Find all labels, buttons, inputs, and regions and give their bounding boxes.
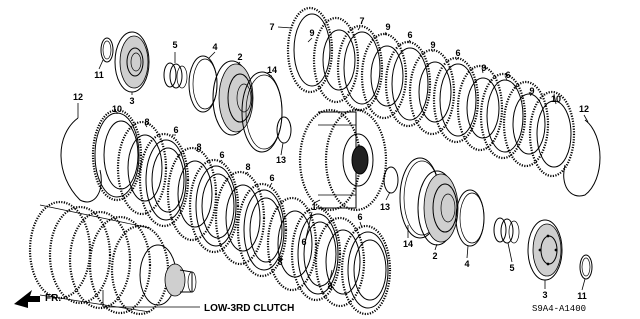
steel-disc-part <box>286 6 334 94</box>
callout-13: 13 <box>380 202 390 212</box>
seal-spring-part <box>493 217 520 244</box>
steel-disc-part <box>188 158 240 254</box>
callout-7: 7 <box>269 22 274 32</box>
o-ring-small-part <box>383 166 399 194</box>
callout-4: 4 <box>212 42 217 52</box>
piston-part <box>417 170 459 246</box>
callout-5: 5 <box>172 40 177 50</box>
steel-disc-part <box>336 24 384 112</box>
friction-disc-part <box>314 216 366 308</box>
steel-disc-part <box>432 56 480 144</box>
callout-8: 8 <box>327 281 332 291</box>
friction-disc-part <box>166 146 218 242</box>
end-plate-part <box>91 108 143 202</box>
callout-1: 1 <box>311 202 316 212</box>
snap-ring-part <box>579 254 593 280</box>
end-plate-part <box>528 90 576 178</box>
steel-disc-part <box>340 224 392 316</box>
callout-2: 2 <box>237 52 242 62</box>
callout-6: 6 <box>455 48 460 58</box>
friction-disc-part <box>214 170 266 266</box>
snap-ring-large-part <box>60 117 102 203</box>
end-cover-part <box>527 219 563 281</box>
low-3rd-clutch-assembly <box>28 200 197 316</box>
callout-4: 4 <box>464 259 469 269</box>
callout-2: 2 <box>432 251 437 261</box>
callout-10: 10 <box>112 104 122 114</box>
steel-disc-part <box>479 72 527 160</box>
callout-6: 6 <box>407 30 412 40</box>
callout-8: 8 <box>144 117 149 127</box>
friction-disc-part <box>360 32 408 120</box>
callout-14: 14 <box>403 239 413 249</box>
callout-11: 11 <box>94 70 104 80</box>
clutch-disc-stack-left <box>116 120 392 316</box>
clutch-disc-stack-right <box>286 6 576 178</box>
front-direction-arrow: FR. <box>14 290 61 308</box>
end-cover-part <box>114 31 150 93</box>
snap-ring-large-part <box>563 119 601 197</box>
callout-12: 12 <box>73 92 83 102</box>
assembly-label: LOW-3RD CLUTCH <box>204 303 294 314</box>
callout-9: 9 <box>385 22 390 32</box>
o-ring-part <box>188 55 218 113</box>
callout-10: 10 <box>551 94 561 104</box>
callout-6: 6 <box>505 70 510 80</box>
leader-lines <box>77 26 589 291</box>
steel-disc-part <box>138 132 190 228</box>
o-ring-small-part <box>276 116 292 144</box>
friction-disc-part <box>456 64 504 152</box>
callout-6: 6 <box>219 150 224 160</box>
callout-12: 12 <box>579 104 589 114</box>
steel-disc-part <box>290 206 342 302</box>
friction-disc-part <box>116 120 168 216</box>
callout-9: 9 <box>529 86 534 96</box>
callout-9: 9 <box>430 40 435 50</box>
callout-8: 8 <box>196 142 201 152</box>
callout-3: 3 <box>542 290 547 300</box>
callout-6: 6 <box>357 212 362 222</box>
callout-7: 7 <box>359 16 364 26</box>
callout-6: 6 <box>173 125 178 135</box>
callout-3: 3 <box>129 96 134 106</box>
piston-part <box>212 60 254 136</box>
callout-14: 14 <box>267 65 277 75</box>
o-ring-large-part <box>241 71 283 153</box>
callout-9: 9 <box>481 63 486 73</box>
o-ring-part <box>455 189 485 247</box>
callout-numbers: 11 3 5 4 2 14 13 12 10 8 6 8 6 8 6 8 6 8… <box>73 16 589 301</box>
friction-disc-part <box>312 16 360 104</box>
steel-disc-part <box>384 40 432 128</box>
callout-9: 9 <box>309 28 314 38</box>
callout-5: 5 <box>509 263 514 273</box>
callout-8: 8 <box>245 162 250 172</box>
callout-11: 11 <box>577 291 587 301</box>
callout-6: 6 <box>269 173 274 183</box>
callout-6: 6 <box>301 237 306 247</box>
snap-ring-part <box>100 37 114 63</box>
friction-disc-part <box>502 80 550 168</box>
steel-disc-part <box>236 182 288 278</box>
seal-spring-part <box>163 62 188 89</box>
assembly-label-bracket: LOW-3RD CLUTCH <box>102 290 294 314</box>
diagram-code: S9A4-A1400 <box>532 304 586 314</box>
callout-13: 13 <box>276 155 286 165</box>
callout-8: 8 <box>277 257 282 267</box>
front-direction-label: FR. <box>45 293 61 304</box>
clutch-drum-part <box>298 108 388 212</box>
